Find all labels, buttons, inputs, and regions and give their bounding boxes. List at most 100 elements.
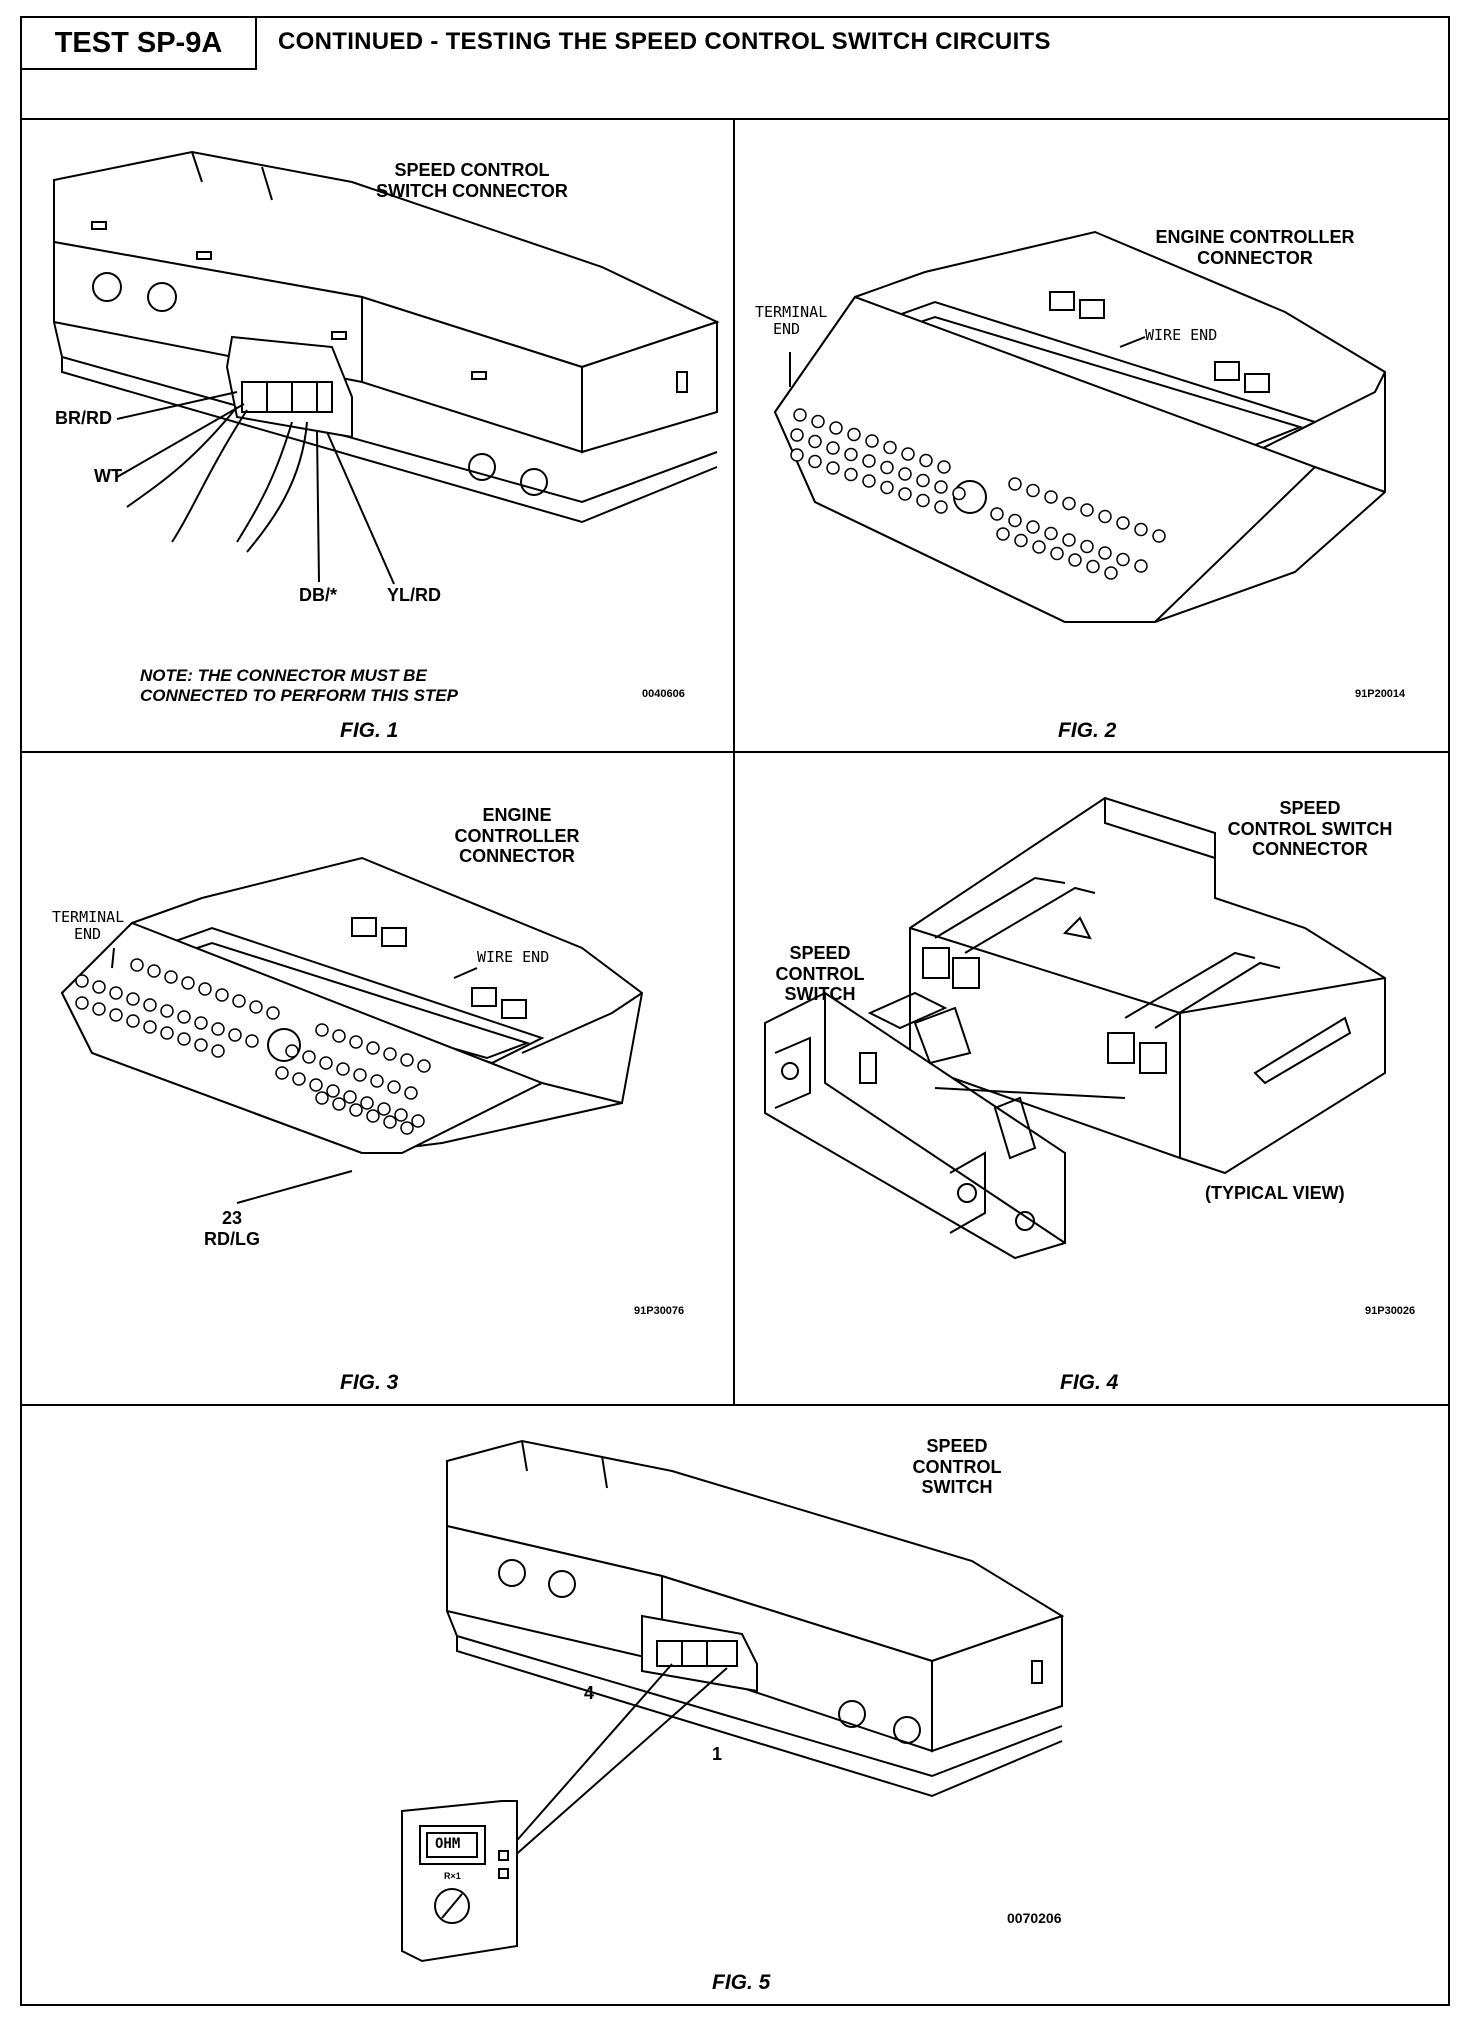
connector-pin — [794, 409, 806, 421]
fig2-caption: FIG. 2 — [1058, 719, 1117, 742]
fig4-switch-line2: CONTROL — [775, 963, 865, 984]
connector-pin — [884, 442, 896, 454]
connector-pin — [367, 1042, 379, 1054]
fig5-title-line3: SWITCH — [921, 1477, 993, 1498]
wire-label-yl-rd: YL/RD — [387, 585, 441, 605]
speed-control-switch-connector-drawing — [22, 122, 733, 751]
connector-pin — [1063, 534, 1075, 546]
fig2-title-line1: ENGINE CONTROLLER — [1155, 227, 1355, 247]
connector-pin — [199, 983, 211, 995]
connector-pin — [899, 488, 911, 500]
connector-pin — [384, 1116, 396, 1128]
connector-pin — [233, 995, 245, 1007]
connector-pin — [809, 456, 821, 468]
fig3-title: ENGINE CONTROLLER CONNECTOR — [432, 805, 602, 867]
connector-pin — [791, 429, 803, 441]
connector-pin — [165, 971, 177, 983]
connector-pin — [1015, 535, 1027, 547]
engine-controller-connector-drawing-fig2 — [735, 122, 1452, 751]
connector-pin — [830, 422, 842, 434]
connector-pin — [827, 462, 839, 474]
figure-4-panel: SPEED CONTROL SWITCH CONNECTOR SPEED CON… — [735, 753, 1452, 1404]
fig3-title-line2: CONTROLLER — [454, 825, 580, 846]
connector-pin — [997, 528, 1009, 540]
connector-pin — [1135, 524, 1147, 536]
connector-pin — [812, 416, 824, 428]
figure-5-panel: SPEED CONTROL SWITCH 4 1 OHM R×1 0070206… — [22, 1406, 1452, 2008]
connector-pin — [178, 1033, 190, 1045]
test-id-box: TEST SP-9A — [22, 18, 257, 70]
fig5-code: 0070206 — [1007, 1910, 1062, 1926]
connector-pin — [902, 448, 914, 460]
connector-pin — [276, 1067, 288, 1079]
fig3-wire-end-label: WIRE END — [477, 948, 550, 966]
fig2-terminal-end-label: TERMINAL END — [755, 304, 827, 337]
speed-control-switch-and-connector-drawing — [735, 753, 1452, 1404]
fig5-caption: FIG. 5 — [712, 1971, 771, 1994]
connector-pin — [848, 429, 860, 441]
fig2-terminal-line2: END — [773, 319, 801, 338]
connector-pin — [110, 1009, 122, 1021]
connector-pin — [246, 1035, 258, 1047]
connector-pin — [1153, 530, 1165, 542]
fig5-title-line2: CONTROL — [912, 1456, 1002, 1477]
connector-pin — [127, 1015, 139, 1027]
connector-pin — [938, 461, 950, 473]
fig3-terminal-end-label: TERMINAL END — [52, 909, 124, 942]
fig1-title: SPEED CONTROL SWITCH CONNECTOR — [362, 160, 582, 201]
connector-pin — [216, 989, 228, 1001]
connector-pin — [350, 1036, 362, 1048]
connector-pin — [935, 481, 947, 493]
fig3-pin-number: 23 — [221, 1208, 243, 1228]
connector-pin — [953, 488, 965, 500]
connector-pin — [144, 999, 156, 1011]
connector-pin — [395, 1109, 407, 1121]
connector-pin — [991, 508, 1003, 520]
page-title: CONTINUED - TESTING THE SPEED CONTROL SW… — [278, 28, 1051, 55]
connector-pin — [1009, 478, 1021, 490]
connector-pin — [899, 468, 911, 480]
connector-pin — [333, 1030, 345, 1042]
engine-controller-connector-drawing-fig3 — [22, 753, 733, 1404]
connector-pin — [384, 1048, 396, 1060]
connector-pin — [401, 1122, 413, 1134]
connector-pin — [303, 1051, 315, 1063]
fig4-code: 91P30026 — [1365, 1305, 1416, 1317]
connector-pin — [1027, 485, 1039, 497]
connector-pin — [131, 959, 143, 971]
connector-pin — [144, 1021, 156, 1033]
connector-pin — [1087, 561, 1099, 573]
connector-pin — [863, 455, 875, 467]
connector-pin — [1033, 541, 1045, 553]
connector-pin — [1045, 528, 1057, 540]
fig2-terminal-line1: TERMINAL — [755, 303, 828, 321]
connector-pin — [212, 1023, 224, 1035]
fig5-title: SPEED CONTROL SWITCH — [892, 1436, 1022, 1498]
connector-pin — [316, 1092, 328, 1104]
connector-pin — [212, 1045, 224, 1057]
connector-pin — [881, 482, 893, 494]
connector-pin — [863, 475, 875, 487]
connector-pin — [76, 997, 88, 1009]
fig1-title-line1: SPEED CONTROL — [394, 160, 550, 180]
fig3-pin-wire: RD/LG — [204, 1228, 260, 1249]
fig4-typical-view: (TYPICAL VIEW) — [1205, 1183, 1345, 1203]
connector-pin — [127, 993, 139, 1005]
wire-label-br-rd: BR/RD — [55, 408, 112, 428]
connector-pin — [178, 1011, 190, 1023]
connector-pin — [845, 449, 857, 461]
fig3-terminal-line1: TERMINAL — [52, 908, 125, 926]
connector-pin — [1063, 498, 1075, 510]
connector-pin — [1105, 567, 1117, 579]
fig4-connector-line1: SPEED — [1279, 798, 1341, 818]
connector-pin — [866, 435, 878, 447]
connector-pin — [412, 1115, 424, 1127]
fig4-switch-line3: SWITCH — [784, 984, 856, 1005]
connector-pin — [378, 1103, 390, 1115]
connector-pin — [344, 1091, 356, 1103]
connector-pin — [1027, 521, 1039, 533]
wire-label-db: DB/* — [299, 585, 338, 605]
connector-pin — [286, 1045, 298, 1057]
connector-pin — [791, 449, 803, 461]
fig4-connector-title: SPEED CONTROL SWITCH CONNECTOR — [1195, 798, 1425, 860]
